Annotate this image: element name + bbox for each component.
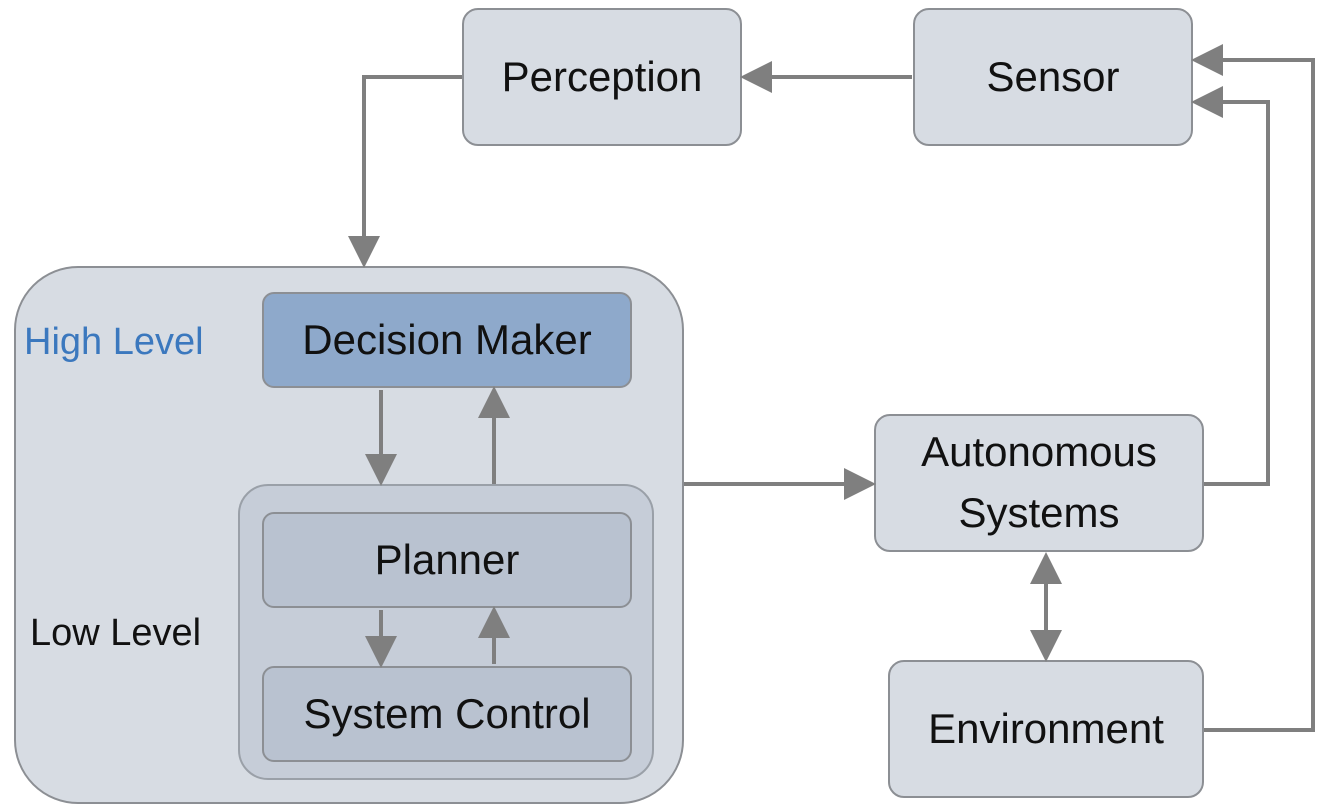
system-control-label: System Control [303, 690, 591, 737]
planner-node: Planner [262, 512, 632, 608]
decision-maker-node: Decision Maker [262, 292, 632, 388]
decision-maker-label: Decision Maker [302, 316, 592, 363]
environment-to-sensor-arrow [1191, 44, 1315, 732]
sensor-label: Sensor [986, 52, 1120, 100]
perception-node: Perception [462, 8, 742, 146]
perception-to-decision-arrow [348, 75, 462, 268]
environment-node: Environment [888, 660, 1204, 798]
high-level-label: High Level [24, 321, 204, 363]
planner-label: Planner [374, 536, 520, 583]
system-control-node: System Control [262, 666, 632, 762]
autonomous-to-sensor-arrow [1191, 86, 1270, 486]
low-level-label: Low Level [30, 612, 202, 654]
perception-label: Perception [501, 52, 703, 100]
autonomous-systems-label-line2: Systems [958, 489, 1120, 536]
autonomous-systems-node: Autonomous Systems [874, 414, 1204, 552]
environment-label: Environment [928, 704, 1164, 752]
sensor-node: Sensor [913, 8, 1193, 146]
autonomous-systems-label-line1: Autonomous [921, 428, 1157, 476]
